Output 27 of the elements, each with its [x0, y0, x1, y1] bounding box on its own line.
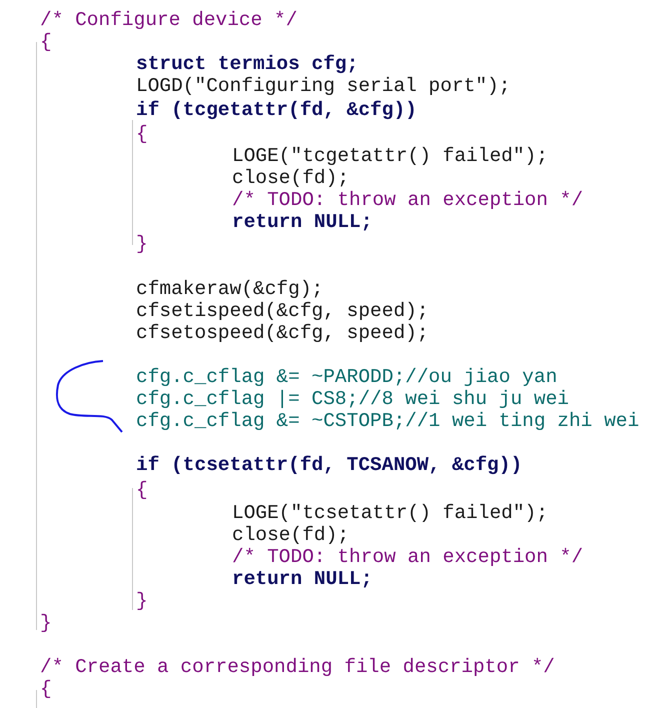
- code-line: cfg.c_cflag &= ~PARODD;//ou jiao yan: [136, 366, 558, 388]
- code-brace: }: [40, 612, 52, 634]
- code-line: LOGE("tcgetattr() failed");: [232, 145, 548, 167]
- code-line: cfg.c_cflag &= ~CSTOPB;//1 wei ting zhi wei: [136, 410, 640, 432]
- code-brace: {: [40, 678, 52, 700]
- code-brace: }: [136, 233, 148, 255]
- code-line: LOGD("Configuring serial port");: [136, 75, 510, 97]
- code-line: if (tcgetattr(fd, &cfg)): [136, 99, 417, 121]
- code-line: LOGE("tcsetattr() failed");: [232, 502, 548, 524]
- code-line: close(fd);: [232, 524, 350, 546]
- code-comment: /* Create a corresponding file descriptor */: [40, 656, 555, 678]
- code-line: cfmakeraw(&cfg);: [136, 278, 324, 300]
- code-line: cfsetospeed(&cfg, speed);: [136, 322, 429, 344]
- code-line: struct termios cfg;: [136, 53, 358, 75]
- code-line: return NULL;: [232, 211, 372, 233]
- code-comment: /* Configure device */: [40, 9, 298, 31]
- code-comment: /* TODO: throw an exception */: [232, 546, 584, 568]
- code-comment: /* TODO: throw an exception */: [232, 189, 584, 211]
- code-brace: {: [136, 123, 148, 145]
- code-brace: }: [136, 590, 148, 612]
- code-line: cfsetispeed(&cfg, speed);: [136, 300, 429, 322]
- code-line: cfg.c_cflag |= CS8;//8 wei shu ju wei: [136, 388, 569, 410]
- code-brace: {: [136, 479, 148, 501]
- code-line: return NULL;: [232, 568, 372, 590]
- code-line: close(fd);: [232, 167, 350, 189]
- code-line: if (tcsetattr(fd, TCSANOW, &cfg)): [136, 454, 522, 476]
- code-brace: {: [40, 31, 52, 53]
